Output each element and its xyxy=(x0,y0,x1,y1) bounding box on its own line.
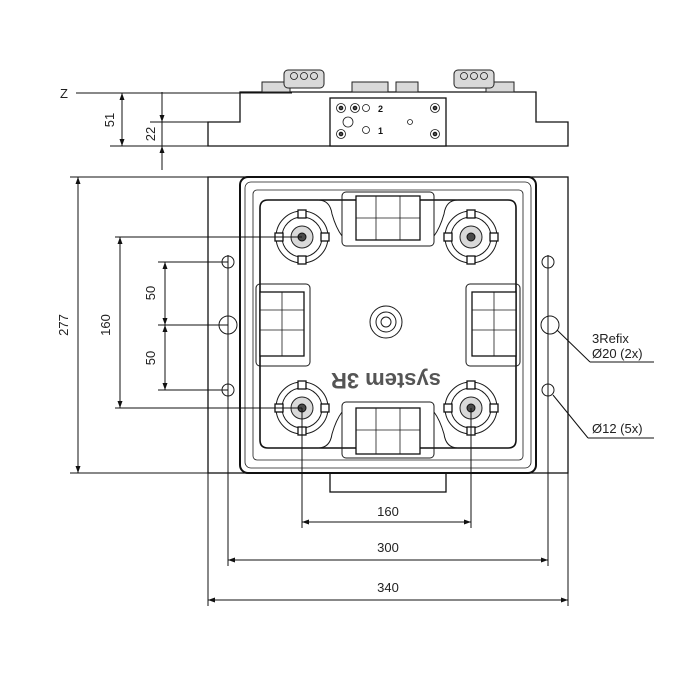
callout-refix-line1: 3Refix xyxy=(592,331,629,346)
z-axis-label: Z xyxy=(60,86,68,101)
top-view: system 3R xyxy=(207,176,569,493)
callout-refix-line2: Ø20 (2x) xyxy=(592,346,643,361)
side-view-clamp-right xyxy=(453,69,515,93)
dim-300-label: 300 xyxy=(377,540,399,555)
chuck-bottom-right xyxy=(443,380,499,436)
dim-height-51: 51 xyxy=(102,93,125,146)
dim-340: 340 xyxy=(207,473,569,606)
bottom-clamp-bar xyxy=(317,401,459,459)
z-reference: Z xyxy=(60,86,292,147)
brand-text: system 3R xyxy=(331,368,441,393)
chuck-top-right xyxy=(443,209,499,265)
dim-50-lower-label: 50 xyxy=(143,351,158,365)
callout-holes: Ø12 (5x) xyxy=(552,394,654,439)
top-clamp-bar xyxy=(317,191,459,247)
left-clamp-bar xyxy=(255,283,311,367)
side-view-label-1: 1 xyxy=(378,126,383,136)
dim-50-upper-label: 50 xyxy=(143,286,158,300)
dim-277: 277 xyxy=(56,176,208,474)
side-view-label-2: 2 xyxy=(378,104,383,114)
dim-160-vertical: 160 xyxy=(98,236,302,409)
dim-300: 300 xyxy=(227,255,549,566)
dim-height-51-label: 51 xyxy=(102,113,117,127)
side-view-ports xyxy=(336,103,440,139)
chuck-body xyxy=(239,176,537,474)
dim-277-label: 277 xyxy=(56,314,71,336)
dim-160-horizontal-label: 160 xyxy=(377,504,399,519)
dim-160-vertical-label: 160 xyxy=(98,314,113,336)
dim-height-22-label: 22 xyxy=(143,127,158,141)
side-view-clamp-left xyxy=(261,69,325,93)
right-clamp-bar xyxy=(465,283,521,367)
dim-50-pair: 50 50 xyxy=(143,261,228,391)
dim-160-horizontal: 160 xyxy=(301,408,472,528)
center-port xyxy=(369,305,403,339)
callout-holes-label: Ø12 (5x) xyxy=(592,421,643,436)
side-view: 2 1 xyxy=(207,69,569,147)
callout-refix: 3Refix Ø20 (2x) xyxy=(556,329,654,363)
dim-height-22: 22 xyxy=(143,92,165,170)
dim-340-label: 340 xyxy=(377,580,399,595)
refix-hole-right xyxy=(540,315,560,335)
bottom-tab xyxy=(329,472,447,493)
